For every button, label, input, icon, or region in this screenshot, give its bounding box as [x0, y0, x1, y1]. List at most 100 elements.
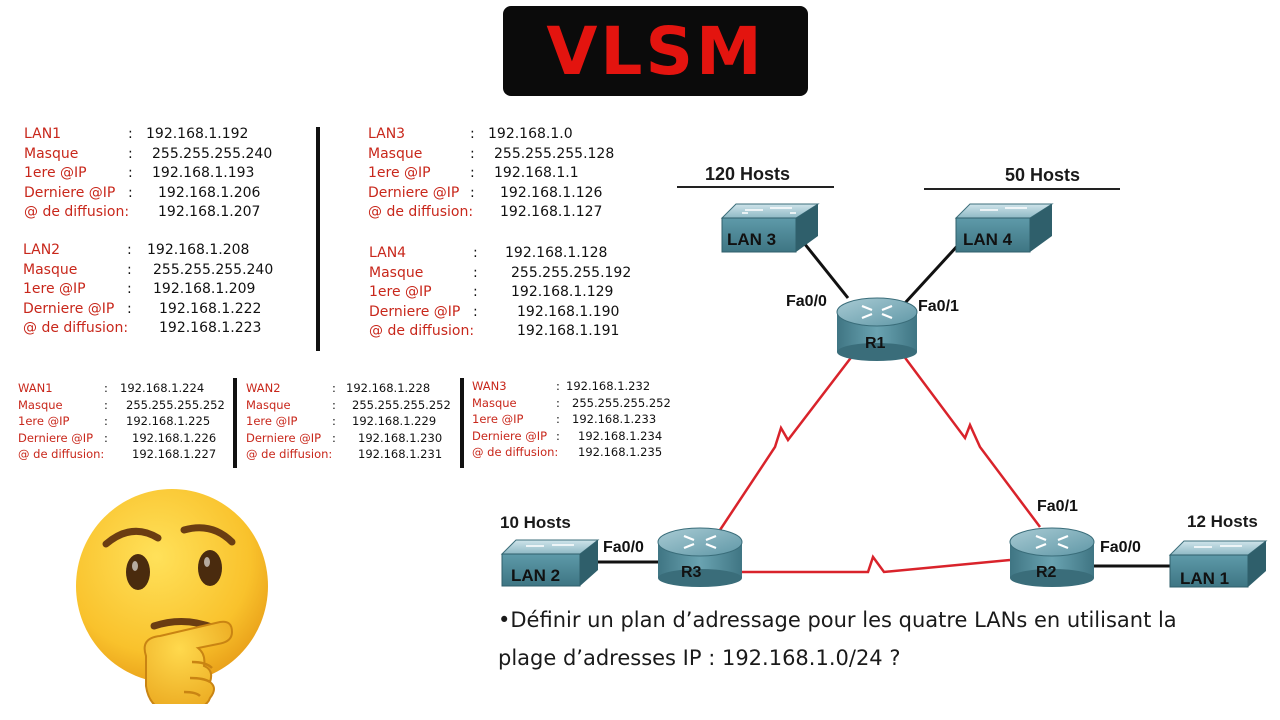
field-colon: :: [332, 381, 336, 395]
field-colon: :: [473, 303, 478, 320]
port-r1-fa00: Fa0/0: [786, 293, 827, 310]
field-value: 192.168.1.206: [158, 184, 261, 201]
router-label-r2: R2: [1036, 564, 1057, 581]
router-label-r3: R3: [681, 564, 702, 581]
field-colon: :: [332, 430, 336, 445]
field-value: 192.168.1.126: [500, 184, 603, 201]
field-label: 1ere @IP: [368, 165, 431, 181]
router-label-r1: R1: [865, 335, 886, 352]
port-r2-fa01: Fa0/1: [1037, 498, 1078, 515]
field-colon: :: [473, 245, 478, 261]
field-value: 192.168.1.127: [500, 204, 603, 220]
field-label: Derniere @IP: [18, 430, 94, 445]
field-value: 192.168.1.209: [153, 281, 256, 297]
wan-divider-2: [460, 378, 464, 468]
field-colon: :: [127, 281, 132, 297]
field-label: Derniere @IP: [472, 428, 548, 443]
field-label: @ de diffusion:: [246, 447, 333, 461]
hosts-lan4: 50 Hosts: [1005, 165, 1080, 185]
switch-lan4: [954, 203, 1054, 253]
serial-link-r1-r2: [901, 354, 1041, 528]
field-value: 255.255.255.252: [572, 395, 671, 410]
field-value: 192.168.1.0: [488, 126, 573, 142]
field-value: 192.168.1.226: [132, 430, 217, 445]
field-label: 1ere @IP: [246, 414, 298, 428]
field-label: 1ere @IP: [472, 412, 524, 426]
hosts-lan3: 120 Hosts: [705, 164, 790, 184]
switch-lan1: [1168, 540, 1268, 588]
field-label: LAN1: [24, 126, 62, 142]
field-label: Masque: [23, 261, 78, 278]
page-title: VLSM: [546, 12, 765, 90]
field-colon: :: [128, 126, 133, 142]
field-colon: :: [473, 264, 478, 281]
field-value: 192.168.1.223: [159, 320, 262, 336]
field-colon: :: [556, 412, 560, 426]
field-label: @ de diffusion:: [369, 323, 475, 339]
field-value: 255.255.255.240: [152, 145, 273, 162]
serial-link-r3-r2: [742, 554, 1011, 574]
field-label: Masque: [368, 145, 423, 162]
field-label: @ de diffusion:: [23, 320, 129, 336]
field-colon: :: [128, 165, 133, 181]
field-value: 192.168.1.230: [358, 430, 443, 445]
switch-label-lan2: LAN 2: [511, 566, 560, 585]
field-value: 192.168.1.231: [358, 447, 443, 461]
field-colon: :: [128, 145, 133, 162]
field-colon: :: [127, 261, 132, 278]
port-r2-fa00: Fa0/0: [1100, 539, 1141, 556]
field-colon: :: [473, 284, 478, 300]
field-value: 255.255.255.240: [153, 261, 274, 278]
bullet: •: [498, 608, 511, 632]
field-label: @ de diffusion:: [24, 204, 130, 220]
switch-label-lan3: LAN 3: [727, 230, 776, 249]
switch-lan3: [720, 203, 820, 253]
router-r3: [657, 527, 743, 587]
field-label: 1ere @IP: [24, 165, 87, 181]
field-colon: :: [104, 430, 108, 445]
field-colon: :: [556, 428, 560, 443]
field-label: 1ere @IP: [23, 281, 86, 297]
link-lan3-r1: [798, 237, 850, 299]
field-value: 192.168.1.1: [494, 165, 579, 181]
field-label: Masque: [24, 145, 79, 162]
field-value: 192.168.1.208: [147, 242, 250, 258]
field-value: 192.168.1.193: [152, 165, 255, 181]
field-label: Derniere @IP: [246, 430, 322, 445]
wan-divider-1: [233, 378, 237, 468]
switch-lan2: [500, 539, 600, 587]
field-label: WAN2: [246, 381, 281, 395]
thinking-face-emoji: [76, 489, 268, 704]
lan-column-divider: [316, 127, 320, 351]
field-label: Derniere @IP: [24, 184, 116, 201]
field-value: 255.255.255.252: [126, 397, 225, 412]
field-colon: :: [470, 145, 475, 162]
field-value: 192.168.1.224: [120, 381, 205, 395]
router-r1: [836, 297, 918, 361]
field-label: LAN3: [368, 126, 406, 142]
field-colon: :: [128, 184, 133, 201]
field-label: WAN1: [18, 381, 53, 395]
field-label: @ de diffusion:: [18, 447, 105, 461]
field-colon: :: [332, 397, 336, 412]
router-r2: [1009, 527, 1095, 587]
field-colon: :: [127, 242, 132, 258]
port-r1-fa01: Fa0/1: [918, 298, 959, 315]
field-label: @ de diffusion:: [368, 204, 474, 220]
field-colon: :: [470, 165, 475, 181]
field-label: Derniere @IP: [23, 300, 115, 317]
field-value: 192.168.1.225: [126, 414, 211, 428]
exercise-question: •Définir un plan d’adressage pour les qu…: [498, 601, 1177, 677]
field-value: 255.255.255.128: [494, 145, 615, 162]
field-label: Derniere @IP: [368, 184, 460, 201]
field-value: 192.168.1.128: [505, 245, 608, 261]
field-colon: :: [556, 379, 560, 393]
field-label: 1ere @IP: [369, 284, 432, 300]
field-label: Masque: [369, 264, 424, 281]
question-line-1: •Définir un plan d’adressage pour les qu…: [498, 601, 1177, 639]
title-banner: VLSM: [503, 6, 808, 96]
switch-label-lan1: LAN 1: [1180, 569, 1229, 588]
field-label: Masque: [246, 397, 291, 412]
hosts-lan2: 10 Hosts: [500, 513, 571, 532]
